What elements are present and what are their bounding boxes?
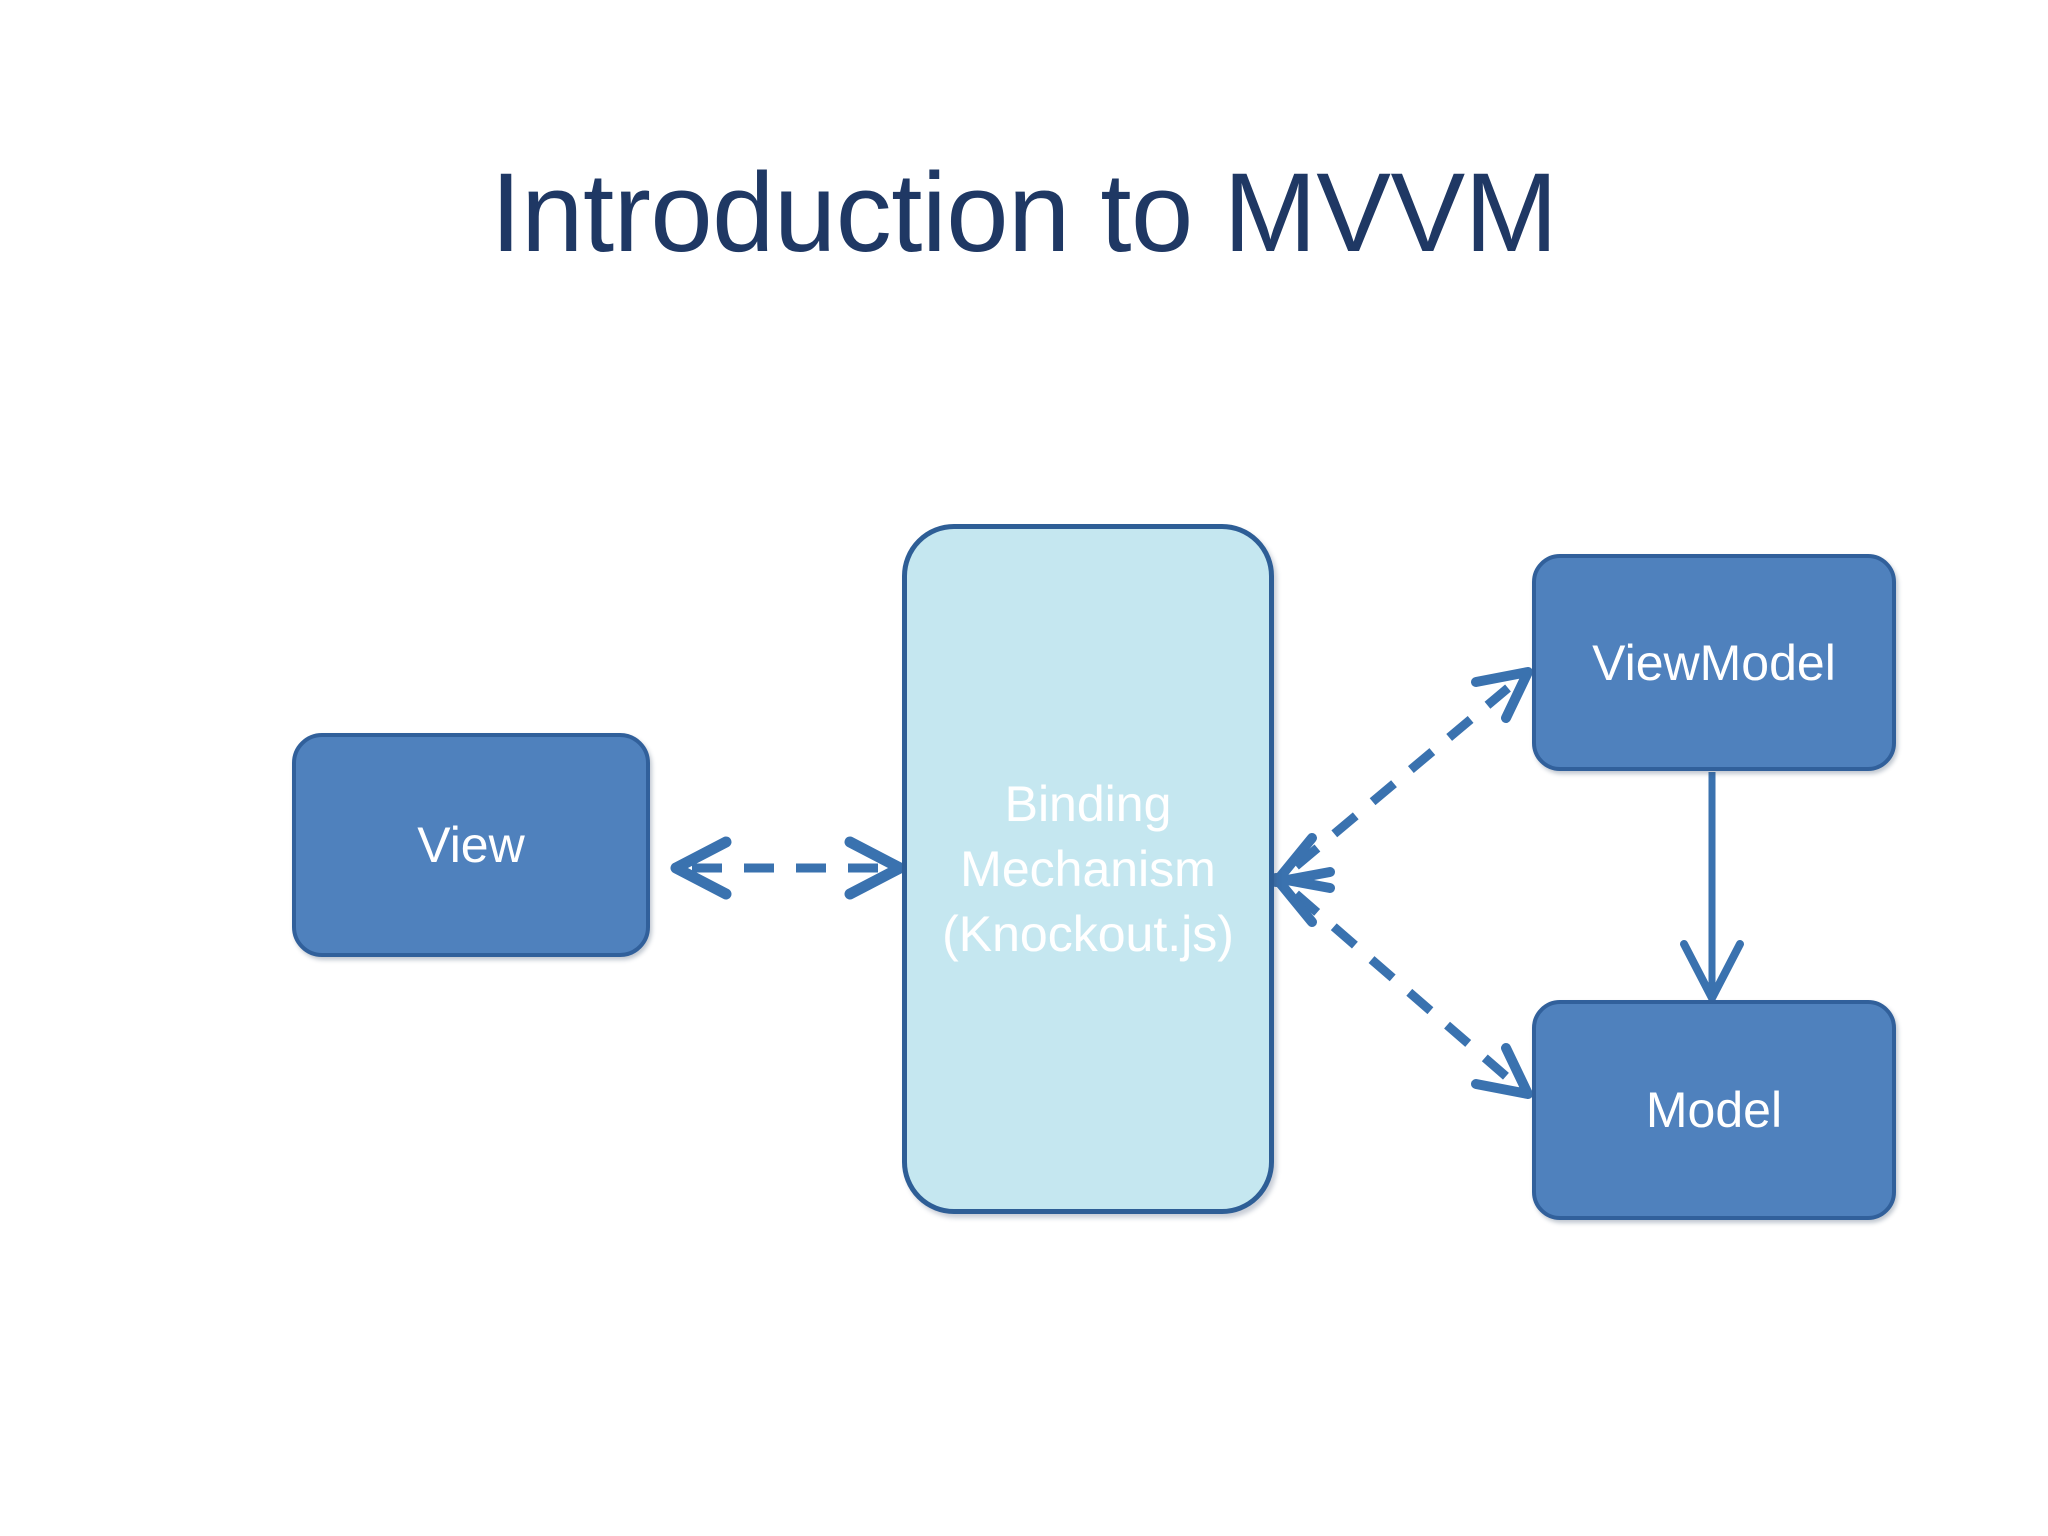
connector-viewmodel-model [1680,772,1744,1002]
node-model[interactable]: Model [1532,1000,1896,1220]
connector-binding-viewmodel [1271,667,1533,887]
node-viewmodel[interactable]: ViewModel [1532,554,1896,771]
node-model-label: Model [1645,1082,1783,1138]
connector-binding-model [1271,873,1533,1099]
node-viewmodel-label: ViewModel [1592,634,1836,691]
node-binding-mechanism-label: Binding Mechanism (Knockout.js) [942,775,1234,962]
connector-view-binding [670,836,906,900]
node-view-label: View [417,817,525,873]
page-title: Introduction to MVVM [490,150,1558,275]
node-view[interactable]: View [292,733,650,957]
node-binding-mechanism[interactable]: Binding Mechanism (Knockout.js) [902,524,1274,1214]
